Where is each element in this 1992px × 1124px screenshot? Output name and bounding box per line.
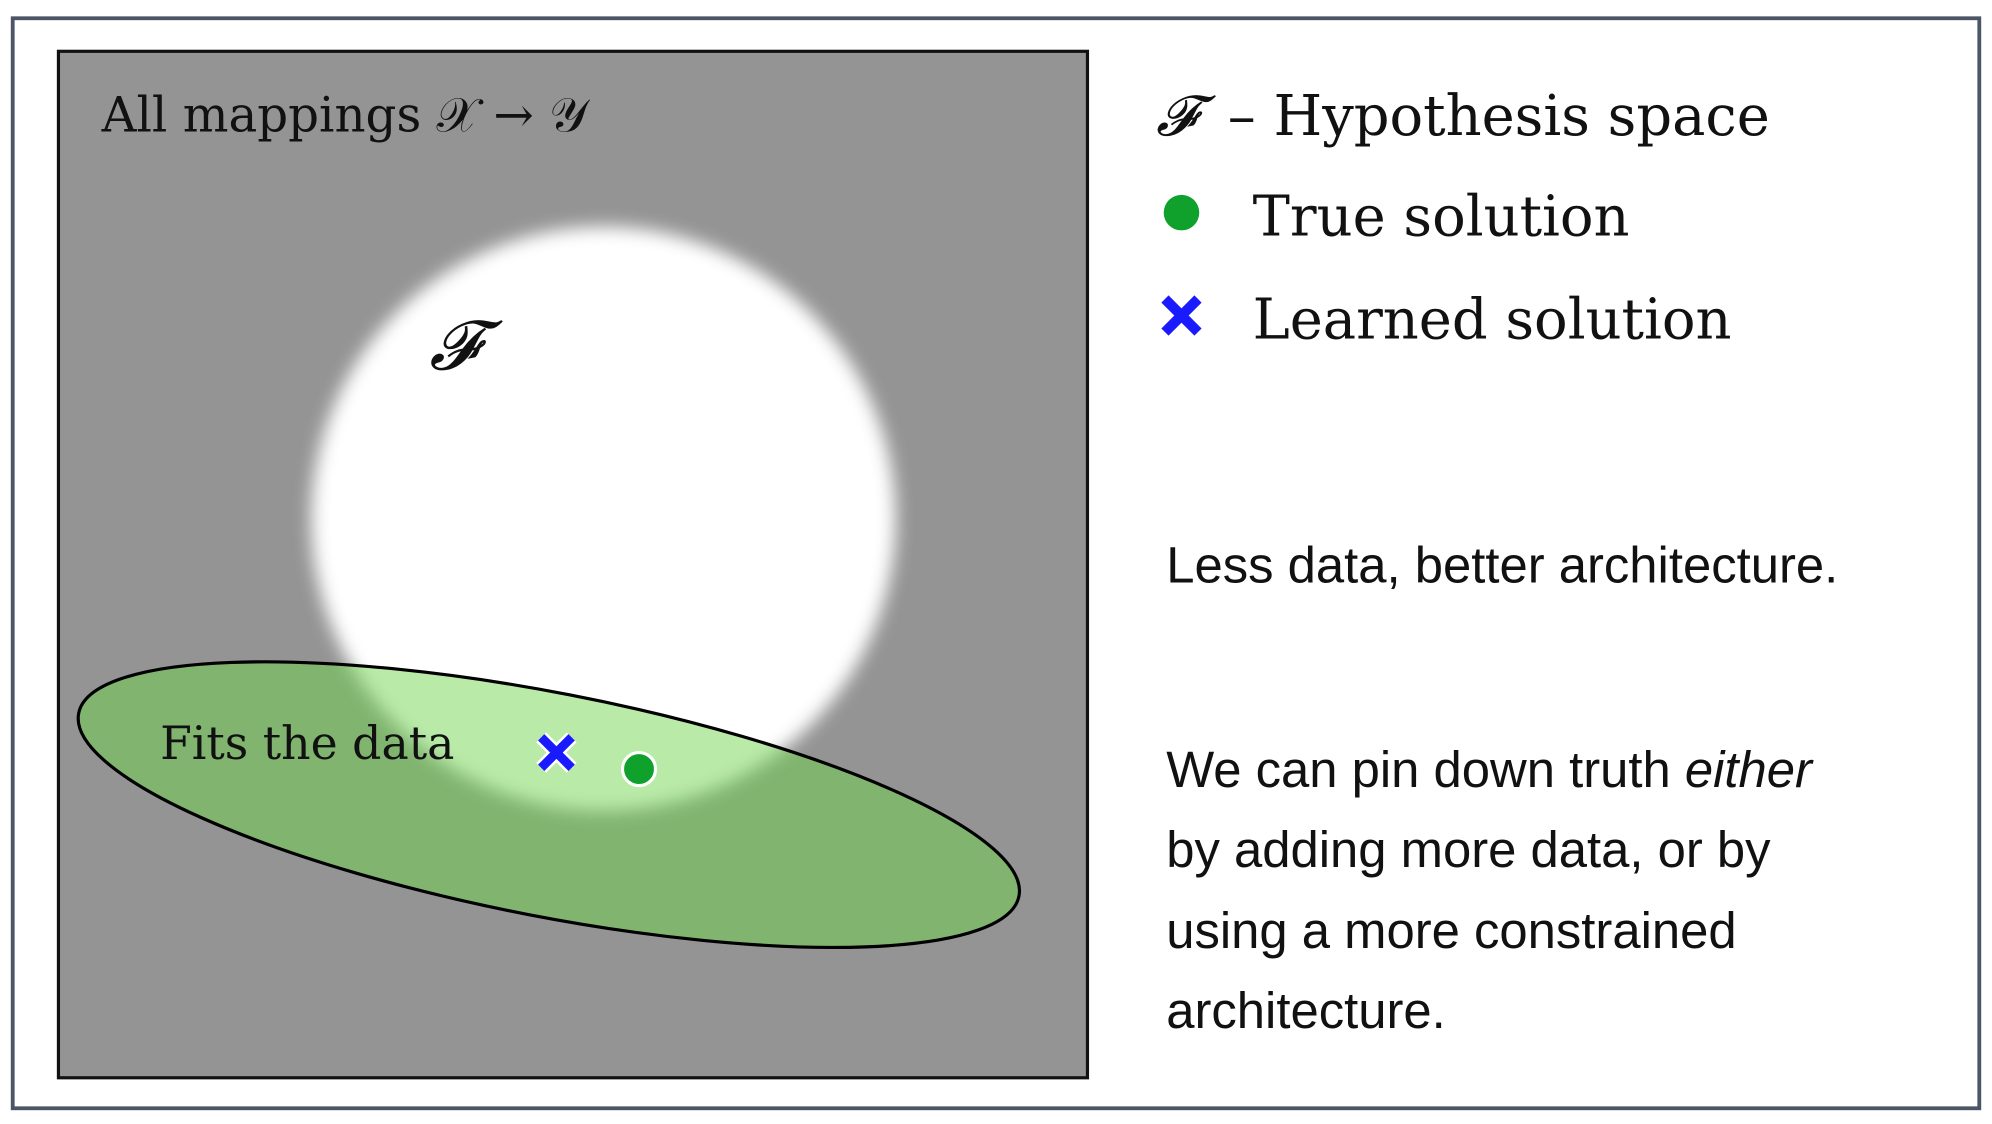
notes-line-text: We can pin down truth bbox=[1166, 741, 1685, 798]
legend-true-solution-label: True solution bbox=[1253, 185, 1630, 250]
legend-true-solution-icon bbox=[1163, 194, 1200, 231]
notes-line: architecture. bbox=[1166, 982, 1446, 1039]
notes-line: using a more constrained bbox=[1166, 902, 1736, 959]
learned-solution-marker bbox=[536, 732, 577, 773]
hypothesis-space-circle bbox=[311, 226, 896, 811]
legend-learned-solution-icon bbox=[1161, 295, 1202, 336]
notes-paragraph: We can pin down truth either by adding m… bbox=[1166, 741, 1814, 1039]
legend-learned-solution-label: Learned solution bbox=[1253, 287, 1732, 352]
all-mappings-label: All mappings 𝒳 → 𝒴 bbox=[101, 87, 591, 143]
notes-line: We can pin down truth either bbox=[1166, 741, 1814, 798]
notes-line: by adding more data, or by bbox=[1166, 821, 1771, 878]
fits-data-label: Fits the data bbox=[160, 717, 454, 770]
true-solution-marker bbox=[620, 750, 658, 788]
panel-border bbox=[56, 49, 1090, 1080]
legend-hypothesis-symbol: 𝓕 bbox=[1156, 84, 1216, 149]
notes-emphasis: either bbox=[1685, 741, 1814, 798]
legend-hypothesis: 𝓕 – Hypothesis space bbox=[1156, 84, 1770, 149]
fits-data-outline bbox=[76, 660, 1022, 950]
legend-hypothesis-label: – Hypothesis space bbox=[1228, 84, 1770, 149]
notes-headline: Less data, better architecture. bbox=[1166, 536, 1838, 593]
